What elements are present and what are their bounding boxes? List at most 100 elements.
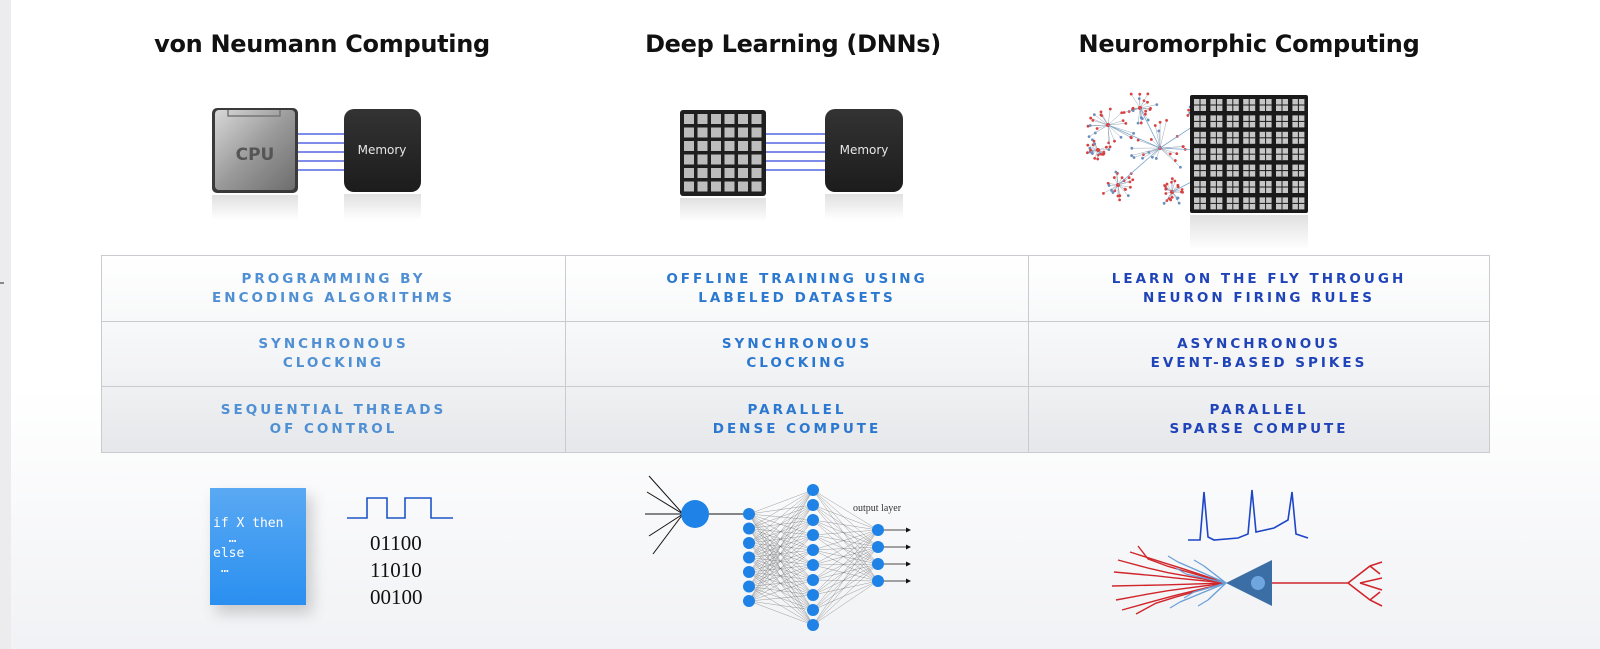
chip-tile <box>684 141 694 151</box>
network-node <box>807 604 819 616</box>
dnn-bus-lines-icon <box>766 133 826 171</box>
network-node <box>807 574 819 586</box>
bit-line: 00100 <box>370 585 423 609</box>
clock-waveform-icon <box>347 497 453 519</box>
chip-tile <box>724 114 735 124</box>
chip-tile <box>697 114 708 124</box>
dnn-chip-icon <box>680 110 766 222</box>
code-snippet-box: if X then … else … <box>210 488 306 605</box>
chip-tile <box>751 114 762 124</box>
network-node <box>807 529 819 541</box>
title-neuromorphic: Neuromorphic Computing <box>1078 30 1420 58</box>
chip-tile <box>697 141 708 151</box>
bit-line: 11010 <box>370 558 422 582</box>
network-node <box>743 580 755 593</box>
chip-tile <box>697 181 708 192</box>
cpu-label: CPU <box>236 145 275 165</box>
chip-tile <box>697 168 708 178</box>
chip-tile <box>711 114 721 124</box>
bit-line: 01100 <box>370 531 422 555</box>
chip-tile <box>711 127 721 138</box>
chip-tile <box>697 127 708 138</box>
network-node <box>743 537 755 549</box>
memory-label: Memory <box>358 143 407 157</box>
code-line: if X then <box>213 516 284 531</box>
chip-tile <box>711 154 721 165</box>
network-node <box>807 514 819 526</box>
neural-network-diagram: output layer <box>645 475 911 631</box>
network-node <box>872 524 884 536</box>
chip-tile <box>738 168 748 178</box>
chip-tile <box>684 127 694 138</box>
network-node <box>743 566 755 578</box>
chip-tile <box>711 141 721 151</box>
binary-bits: 01100 11010 00100 <box>370 530 423 611</box>
neuron-body-icon <box>1226 560 1272 606</box>
chip-tile <box>684 114 694 124</box>
chip-tile <box>697 154 708 165</box>
neuron-nucleus-icon <box>1251 576 1265 590</box>
chip-tile <box>724 127 735 138</box>
network-node <box>743 551 755 564</box>
chip-tile <box>751 154 762 165</box>
network-node <box>807 589 819 601</box>
chip-tile <box>751 141 762 151</box>
chip-tile <box>738 127 748 138</box>
network-node <box>872 541 884 553</box>
bus-lines-icon <box>298 133 344 171</box>
chip-tile <box>738 154 748 165</box>
spike-train-trace <box>1188 489 1309 541</box>
neuron-cluster-icon <box>1085 92 1207 205</box>
chip-tile <box>724 181 735 192</box>
chip-tile <box>684 168 694 178</box>
network-node <box>872 558 884 570</box>
chip-tile <box>684 154 694 165</box>
network-node <box>743 522 755 535</box>
network-node <box>743 595 755 607</box>
dnn-memory-label: Memory <box>840 143 889 157</box>
axon-icon <box>1272 561 1383 607</box>
code-line: … <box>213 561 229 576</box>
chip-tile <box>711 168 721 178</box>
spiking-neuron-diagram <box>1111 489 1383 615</box>
dnn-memory-chip-icon: Memory <box>825 109 903 220</box>
left-edge-bar <box>0 0 11 649</box>
dendrites-icon <box>1111 545 1227 615</box>
network-node <box>807 559 819 571</box>
chip-tile <box>751 181 762 192</box>
neuromorphic-chip-icon <box>1190 95 1308 250</box>
top-illustrations: CPU Memory Memory <box>212 92 1308 250</box>
network-node <box>807 499 819 511</box>
chip-tile <box>711 181 721 192</box>
chip-tile <box>724 154 735 165</box>
chip-tile <box>684 181 694 192</box>
cpu-chip-icon: CPU <box>212 108 298 220</box>
edge-tick <box>0 282 4 284</box>
output-layer-label: output layer <box>853 503 902 514</box>
code-line: else <box>213 546 245 561</box>
network-node <box>807 544 819 556</box>
chip-tile <box>738 181 748 192</box>
network-node <box>743 508 755 520</box>
code-line: … <box>213 531 237 546</box>
chip-tile <box>738 141 748 151</box>
chip-tile <box>751 168 762 178</box>
network-node <box>807 484 819 496</box>
title-deep-learning: Deep Learning (DNNs) <box>645 30 941 58</box>
memory-chip-icon: Memory <box>344 109 421 220</box>
chip-tile <box>738 114 748 124</box>
chip-tile <box>724 141 735 151</box>
network-node <box>807 619 819 631</box>
input-neuron <box>681 500 709 528</box>
chip-tile <box>724 168 735 178</box>
title-von-neumann: von Neumann Computing <box>154 30 490 58</box>
